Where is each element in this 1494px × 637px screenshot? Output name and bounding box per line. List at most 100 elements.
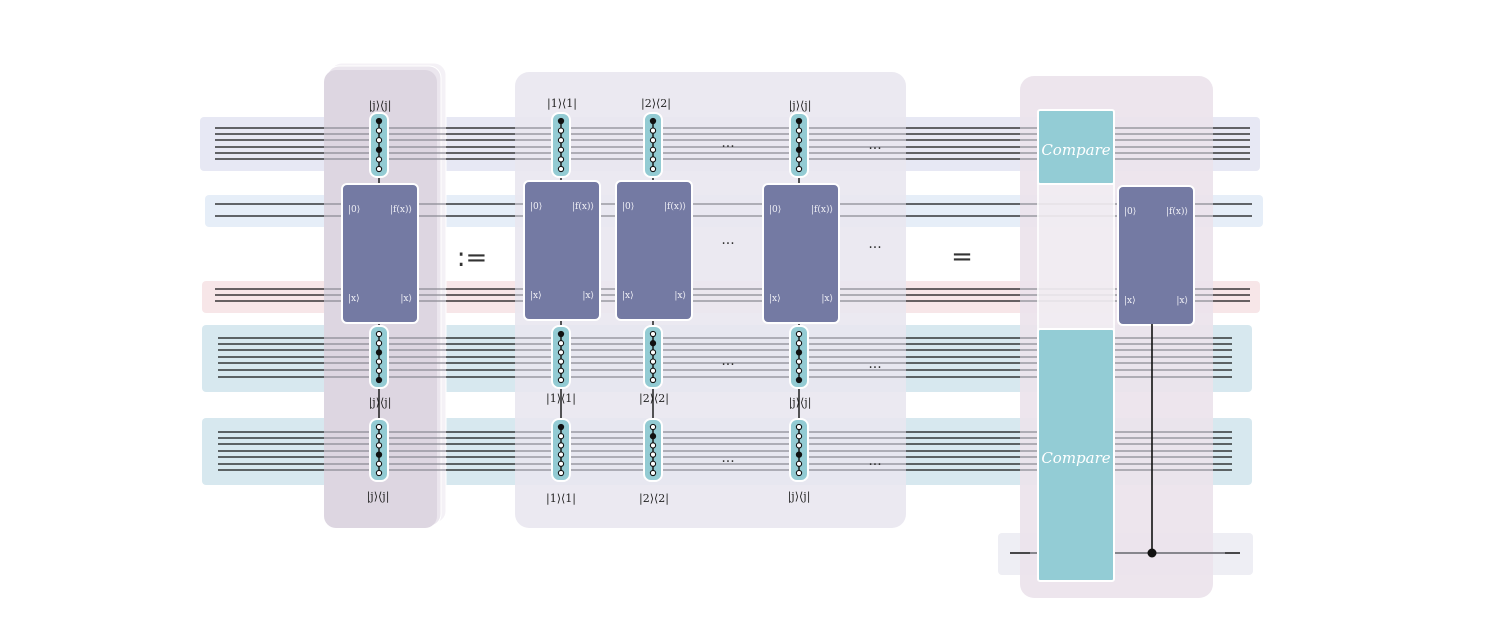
oracle-left-label-out-top: |f(x)⟩	[390, 204, 412, 215]
define-symbol: :=	[457, 243, 488, 273]
control-ancilla2-2-dot-0	[649, 423, 657, 431]
ellipsis-ancilla-2: ···	[721, 454, 734, 470]
control-ancilla2-1-dot-5	[557, 469, 565, 477]
oracle-1-label-in-top: |0⟩	[530, 202, 542, 212]
projector-label-1-bottom: |1⟩⟨1|	[546, 492, 576, 506]
control-ancilla2-j-dot-5	[795, 469, 803, 477]
oracle-2-label-in-bottom: |x⟩	[622, 291, 634, 301]
ellipsis-ancilla-1-right: ···	[868, 360, 881, 376]
ellipsis-ancilla-2-right: ···	[868, 457, 881, 473]
control-top-j-dot-5	[795, 165, 803, 173]
control-ancilla2-2-dot-4	[649, 460, 657, 467]
control-ancilla2-left-dot-4	[375, 460, 383, 467]
oracle-1-label-out-bottom: |x⟩	[582, 291, 594, 301]
projector-label-2-top: |2⟩⟨2|	[641, 97, 671, 111]
control-ancilla1-j-dot-2	[795, 349, 803, 356]
projector-label-1-mid: |1⟩⟨1|	[546, 392, 576, 406]
control-ancilla1-j	[789, 325, 809, 389]
control-ancilla1-2-dot-3	[649, 358, 657, 365]
oracle-right-label-in-top: |0⟩	[1124, 207, 1136, 217]
oracle-left-label-out-bottom: |x⟩	[400, 294, 412, 304]
control-top-2-dot-4	[649, 156, 657, 163]
control-ancilla1-left-dot-3	[375, 358, 383, 365]
control-ancilla1-2	[643, 325, 663, 389]
projector-label-left-bottom: |j⟩⟨j|	[367, 490, 390, 504]
control-top-1-dot-2	[557, 137, 565, 144]
oracle-j: |0⟩|f(x)⟩|x⟩|x⟩	[762, 183, 840, 324]
control-top-left-dot-4	[375, 156, 383, 163]
control-ancilla2-j-dot-2	[795, 442, 803, 449]
control-ancilla2-j-dot-4	[795, 460, 803, 467]
oracles: |0⟩ |f(x)⟩ |x⟩ |x⟩ |0⟩ |f(x)⟩ |x⟩ |x⟩ |0⟩ |f(x)⟩ |…	[341, 180, 1195, 326]
flag-control-dot	[1147, 548, 1157, 558]
control-ancilla2-1-dot-4	[557, 460, 565, 467]
control-top-left-dot-5	[375, 165, 383, 173]
ellipsis-middle: ···	[721, 236, 734, 252]
control-ancilla1-left-dot-4	[375, 367, 383, 374]
control-ancilla1-2-dot-2	[649, 349, 657, 356]
control-ancilla1-left-dot-0	[375, 330, 383, 338]
oracle-1-label-in-bottom: |x⟩	[530, 291, 542, 301]
control-top-2	[643, 112, 663, 178]
control-ancilla1-left-dot-1	[375, 340, 383, 347]
oracle-2-label-out-top: |f(x)⟩	[664, 201, 686, 212]
projector-label-j-top: |j⟩⟨j|	[789, 99, 812, 113]
oracle-1-box	[523, 180, 601, 321]
compare-label-bottom: Compare	[1041, 449, 1110, 467]
oracle-right: |0⟩|f(x)⟩|x⟩|x⟩	[1117, 185, 1195, 326]
control-ancilla1-1-dot-0	[557, 330, 565, 338]
control-ancilla2-j-dot-1	[795, 433, 803, 440]
control-top-left	[369, 112, 389, 178]
projector-label-j-bottom: |j⟩⟨j|	[788, 490, 811, 504]
control-ancilla1-1-dot-3	[557, 358, 565, 365]
ellipsis-ancilla-1: ···	[721, 357, 734, 373]
control-ancilla2-2-dot-2	[649, 442, 657, 449]
control-top-1-dot-3	[557, 146, 565, 153]
control-ancilla2-1-dot-1	[557, 433, 565, 440]
control-top-2-dot-1	[649, 127, 657, 134]
control-top-1	[551, 112, 571, 178]
control-top-j-dot-4	[795, 156, 803, 163]
oracle-2: |0⟩|f(x)⟩|x⟩|x⟩	[615, 180, 693, 321]
control-top-1-dot-5	[557, 165, 565, 173]
oracle-2-box	[615, 180, 693, 321]
projector-labels: |j⟩⟨j| |j⟩⟨j| |j⟩⟨j| |1⟩⟨1| |1⟩⟨1| |1⟩⟨1…	[367, 97, 812, 506]
control-ancilla1-j-dot-3	[795, 358, 803, 365]
compare-label-top: Compare	[1041, 141, 1110, 159]
oracle-j-label-out-bottom: |x⟩	[821, 294, 833, 304]
control-ancilla1-2-dot-4	[649, 367, 657, 374]
projector-label-2-mid: |2⟩⟨2|	[639, 392, 669, 406]
control-top-j	[789, 112, 809, 178]
ellipsis-top: ···	[721, 139, 734, 155]
oracle-right-label-out-top: |f(x)⟩	[1166, 206, 1188, 217]
control-ancilla2-1	[551, 418, 571, 482]
control-ancilla1-left	[369, 325, 389, 389]
control-ancilla1-2-dot-1	[649, 340, 657, 347]
control-ancilla2-left-dot-1	[375, 433, 383, 440]
control-ancilla2-left-dot-3	[375, 451, 383, 458]
control-top-2-dot-5	[649, 165, 657, 173]
control-ancilla2-1-dot-2	[557, 442, 565, 449]
control-top-left-dot-0	[375, 117, 383, 125]
oracle-left-label-in-top: |0⟩	[348, 205, 360, 215]
control-ancilla1-1-dot-5	[557, 376, 565, 384]
control-ancilla2-j-dot-3	[795, 451, 803, 458]
control-ancilla2-2-dot-3	[649, 451, 657, 458]
control-top-1-dot-1	[557, 127, 565, 134]
control-ancilla2-left-dot-5	[375, 469, 383, 477]
oracle-left: |0⟩|f(x)⟩|x⟩|x⟩	[341, 183, 419, 324]
control-ancilla2-left-dot-2	[375, 442, 383, 449]
oracle-right-label-out-bottom: |x⟩	[1176, 296, 1188, 306]
control-ancilla1-2-dot-0	[649, 330, 657, 338]
control-ancilla2-2	[643, 418, 663, 482]
control-ancilla1-j-dot-0	[795, 330, 803, 338]
control-ancilla1-j-dot-1	[795, 340, 803, 347]
control-ancilla1-1-dot-4	[557, 367, 565, 374]
oracle-j-label-in-top: |0⟩	[769, 205, 781, 215]
control-top-left-dot-3	[375, 146, 383, 153]
compare-gap	[1037, 183, 1115, 330]
control-ancilla2-1-dot-3	[557, 451, 565, 458]
projector-label-j-mid: |j⟩⟨j|	[789, 396, 812, 410]
ellipsis-top-right: ···	[868, 141, 881, 157]
oracle-j-label-out-top: |f(x)⟩	[811, 204, 833, 215]
